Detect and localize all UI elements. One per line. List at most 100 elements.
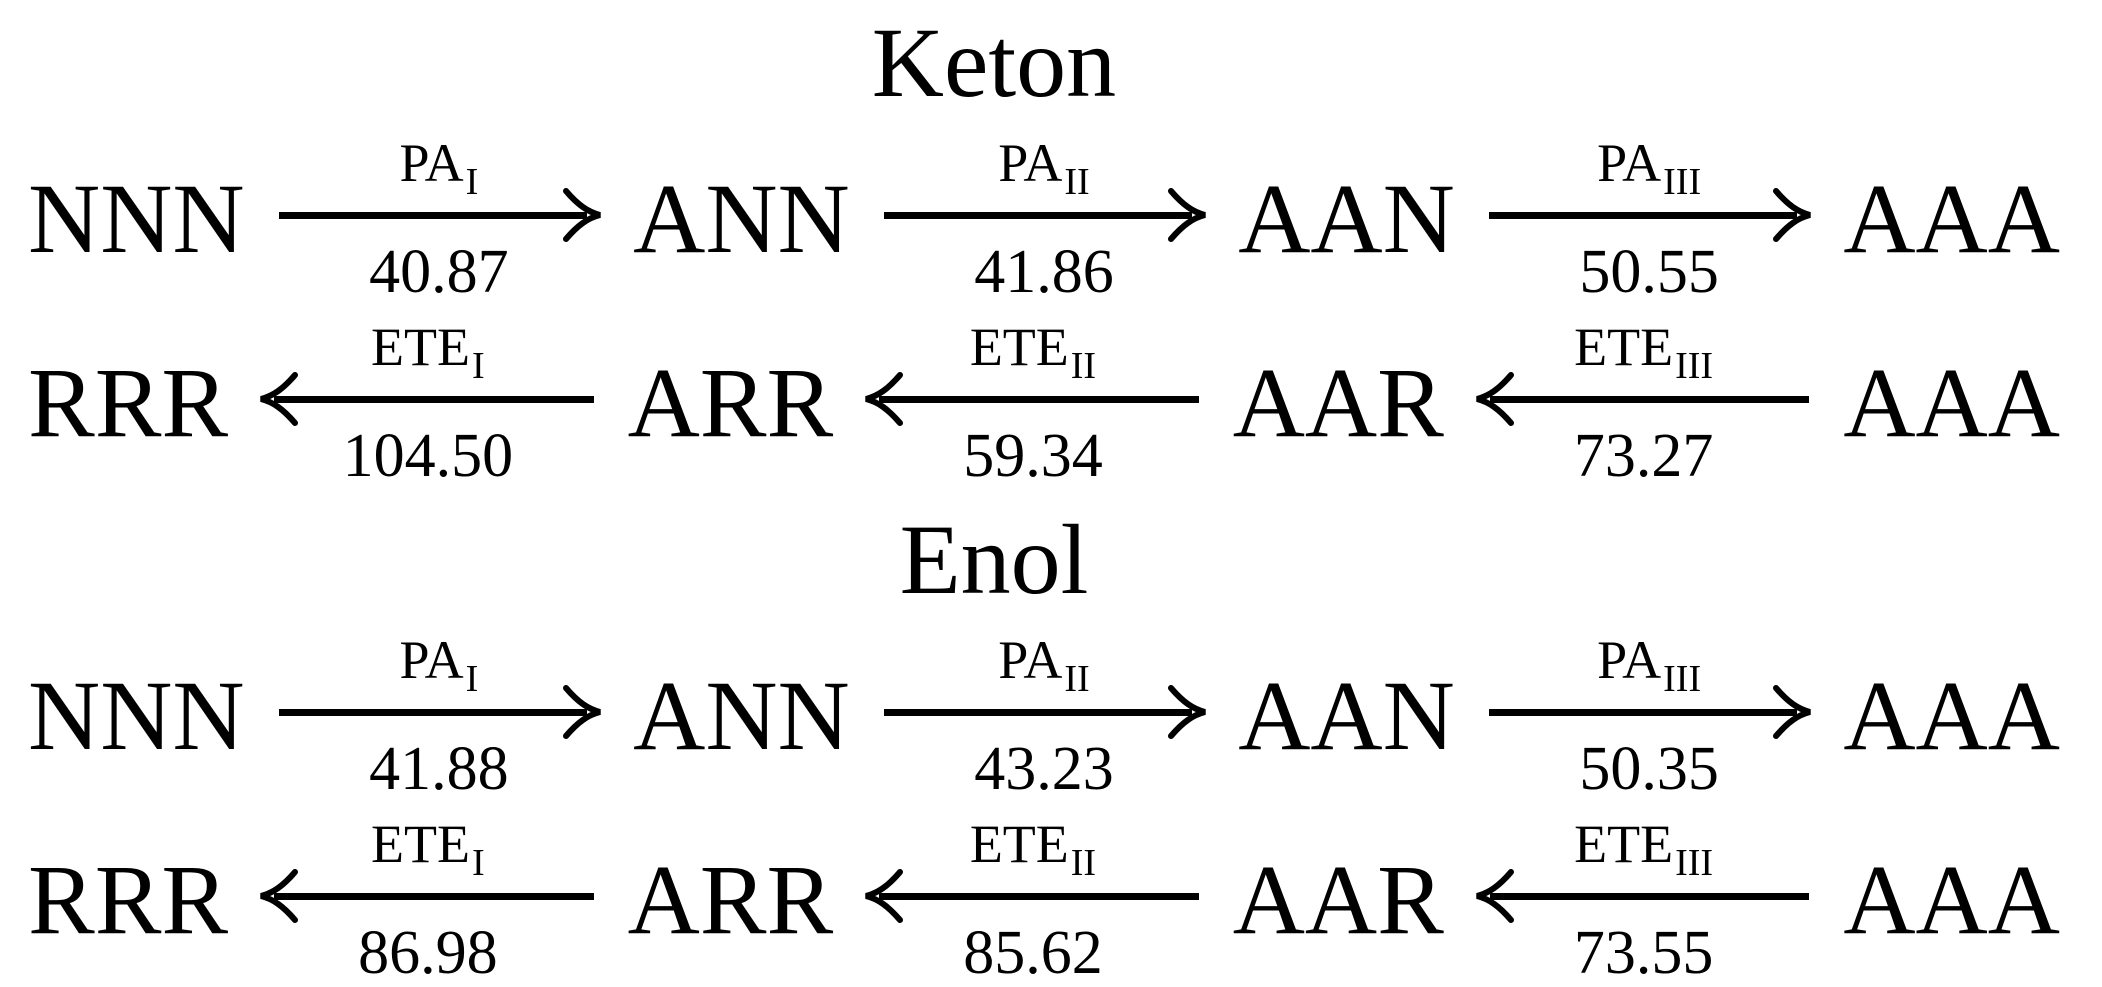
- arrow-left-icon: [1476, 372, 1514, 426]
- step-label-text: PA: [399, 133, 464, 193]
- reaction-arrow-left: [1476, 869, 1810, 923]
- species-label: AAN: [1238, 660, 1455, 771]
- step-label-text: ETE: [371, 317, 470, 377]
- arrow-line: [879, 892, 1199, 900]
- section-title-enol: Enol: [899, 504, 1089, 615]
- step-label-text: ETE: [969, 317, 1069, 377]
- species-label: AAA: [1843, 163, 2060, 274]
- arrow-right-icon: [1773, 188, 1812, 242]
- arrow-left-icon: [865, 372, 904, 426]
- species-label: AAN: [1238, 163, 1455, 274]
- species-label: RRR: [28, 347, 229, 458]
- reaction-arrow-left: [865, 372, 1199, 426]
- step-label-text: PA: [998, 630, 1063, 690]
- step-label-text: ETE: [969, 814, 1069, 874]
- step-label-subscript: II: [1064, 658, 1090, 700]
- species-label: NNN: [28, 163, 245, 274]
- step-value: 41.88: [369, 735, 509, 803]
- species-label: NNN: [28, 660, 245, 771]
- arrow-left-icon: [260, 869, 299, 923]
- arrow-line: [883, 211, 1193, 219]
- step-value: 73.55: [1573, 919, 1714, 987]
- step-label-text: PA: [1597, 630, 1662, 690]
- step-label-subscript: I: [465, 658, 479, 700]
- arrow-line: [1488, 211, 1798, 219]
- step-label-text: ETE: [1574, 317, 1674, 377]
- reaction-arrow-right: [1488, 685, 1812, 739]
- step-value: 85.62: [963, 919, 1103, 987]
- step-value: 40.87: [369, 238, 509, 306]
- arrow-right-icon: [563, 188, 601, 242]
- reaction-arrow-right: [278, 685, 601, 739]
- arrow-line: [274, 395, 594, 403]
- step-label-subscript: II: [1070, 842, 1097, 884]
- step-value: 41.86: [974, 238, 1114, 306]
- reaction-arrow-right: [278, 188, 601, 242]
- step-value: 59.34: [963, 422, 1103, 490]
- arrow-right-icon: [1168, 685, 1207, 739]
- species-label: AAR: [1232, 844, 1444, 955]
- step-label-subscript: I: [472, 345, 485, 387]
- reaction-arrow-left: [865, 869, 1199, 923]
- step-label-subscript: II: [1064, 161, 1090, 203]
- species-label: RRR: [28, 844, 229, 955]
- reaction-arrow-right: [883, 685, 1207, 739]
- arrow-right-icon: [563, 685, 601, 739]
- species-label: AAA: [1843, 844, 2060, 955]
- arrow-left-icon: [1476, 869, 1514, 923]
- step-label-subscript: III: [1663, 658, 1702, 700]
- step-label-subscript: III: [1663, 161, 1702, 203]
- species-label: AAR: [1232, 347, 1444, 458]
- arrow-left-icon: [865, 869, 904, 923]
- arrow-line: [883, 708, 1193, 716]
- reaction-arrow-right: [1488, 188, 1812, 242]
- step-value: 43.23: [974, 735, 1114, 803]
- step-label-text: PA: [998, 133, 1063, 193]
- step-label-subscript: I: [472, 842, 485, 884]
- step-label-subscript: I: [465, 161, 479, 203]
- arrow-line: [274, 892, 594, 900]
- step-label-text: ETE: [1574, 814, 1674, 874]
- step-label-subscript: III: [1675, 842, 1714, 884]
- step-value: 104.50: [342, 422, 514, 490]
- arrow-line: [879, 395, 1199, 403]
- step-label-text: ETE: [371, 814, 470, 874]
- arrow-line: [1489, 892, 1810, 900]
- step-label-subscript: II: [1070, 345, 1097, 387]
- species-label: ARR: [627, 347, 834, 458]
- reaction-arrow-left: [260, 869, 594, 923]
- step-label-subscript: III: [1675, 345, 1714, 387]
- species-label: ANN: [633, 163, 850, 274]
- arrow-right-icon: [1773, 685, 1812, 739]
- step-value: 73.27: [1573, 422, 1714, 490]
- reaction-arrow-left: [1476, 372, 1810, 426]
- species-label: AAA: [1843, 660, 2060, 771]
- reaction-arrow-right: [883, 188, 1207, 242]
- step-value: 50.55: [1579, 238, 1719, 306]
- species-label: ANN: [633, 660, 850, 771]
